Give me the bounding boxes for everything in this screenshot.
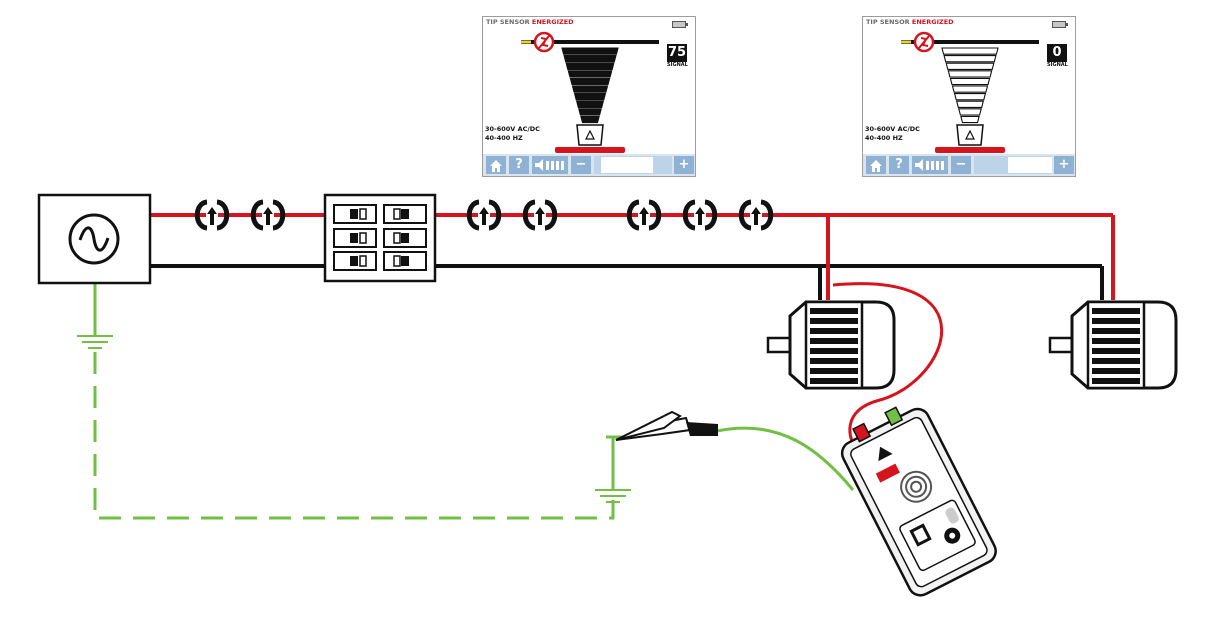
up-arrow-icon <box>965 129 975 140</box>
plus-button[interactable]: + <box>674 156 694 174</box>
signal-bar <box>960 115 980 124</box>
alligator-clip-icon <box>615 410 718 441</box>
slider-thumb[interactable] <box>1008 157 1052 173</box>
battery-icon <box>672 21 688 28</box>
volume-icon <box>915 159 944 171</box>
ground-symbol-source <box>77 335 113 349</box>
volume-button[interactable] <box>912 156 948 174</box>
signal-bar <box>561 47 619 55</box>
signal-bar <box>565 62 615 70</box>
signal-value: 75 <box>667 44 687 62</box>
signal-value: 0 <box>1047 44 1067 62</box>
signal-coupler-icon <box>738 199 774 231</box>
ac-source-icon <box>37 193 152 285</box>
screen-toolbar: ? − + <box>483 154 695 176</box>
home-button[interactable] <box>866 156 886 174</box>
home-icon <box>490 160 502 172</box>
home-button[interactable] <box>486 156 506 174</box>
screen-title: TIP SENSOR ENERGIZED <box>866 18 954 26</box>
battery-icon <box>1052 21 1068 28</box>
signal-coupler-icon <box>194 199 230 231</box>
meter-screen-1: TIP SENSOR ENERGIZED 75 SIGNAL 30-600V A… <box>482 16 696 177</box>
slider-thumb[interactable] <box>601 157 653 173</box>
screen-title-status: ENERGIZED <box>911 18 954 26</box>
signal-bar <box>569 77 611 86</box>
signal-couplers <box>194 199 774 231</box>
screen-title-status: ENERGIZED <box>531 18 574 26</box>
screen-title-prefix: TIP SENSOR <box>866 18 910 26</box>
minus-button[interactable]: − <box>951 156 971 174</box>
meter-screen-2: TIP SENSOR ENERGIZED 0 SIGNAL 30-600V AC… <box>862 16 1076 177</box>
home-icon <box>870 160 882 172</box>
signal-bar <box>941 47 999 55</box>
spec-voltage: 30-600V AC/DC <box>485 125 540 133</box>
signal-label: SIGNAL <box>667 62 688 68</box>
motor-icon <box>1048 300 1178 390</box>
signal-coupler-icon <box>626 199 662 231</box>
probe-graphic <box>901 31 1039 153</box>
signal-bar <box>953 93 987 101</box>
spec-frequency: 40-400 HZ <box>485 134 523 142</box>
red-test-lead <box>832 282 944 453</box>
signal-label: SIGNAL <box>1047 62 1068 68</box>
spec-voltage: 30-600V AC/DC <box>865 125 920 133</box>
breaker-panel <box>323 193 437 283</box>
help-button[interactable]: ? <box>889 156 909 174</box>
signal-bar <box>949 77 991 86</box>
signal-bar <box>955 100 985 108</box>
volume-button[interactable] <box>532 156 568 174</box>
signal-coupler-icon <box>522 199 558 231</box>
signal-bar <box>573 93 607 101</box>
signal-coupler-icon <box>250 199 286 231</box>
signal-coupler-icon <box>466 199 502 231</box>
green-test-lead <box>716 426 855 491</box>
spec-frequency: 40-400 HZ <box>865 134 903 142</box>
signal-bar <box>951 85 989 93</box>
screen-toolbar: ? − + <box>863 154 1075 176</box>
volume-icon <box>535 159 564 171</box>
signal-bar <box>567 70 613 78</box>
signal-bar <box>575 100 605 108</box>
warning-icon <box>878 446 893 462</box>
ground-return-path <box>93 283 615 520</box>
signal-bar <box>578 108 602 116</box>
signal-bar <box>943 55 997 63</box>
screen-title: TIP SENSOR ENERGIZED <box>486 18 574 26</box>
signal-bar <box>958 108 982 116</box>
signal-bar <box>580 115 600 124</box>
signal-bar-stack <box>561 47 619 124</box>
signal-coupler-icon <box>682 199 718 231</box>
probe-graphic <box>521 31 659 153</box>
minus-button[interactable]: − <box>571 156 591 174</box>
screen-title-prefix: TIP SENSOR <box>486 18 530 26</box>
motor-icon <box>766 300 896 390</box>
help-button[interactable]: ? <box>509 156 529 174</box>
live-wire <box>150 213 1115 300</box>
signal-bar <box>947 70 993 78</box>
signal-bar <box>945 62 995 70</box>
neutral-wire <box>150 264 1104 300</box>
ground-symbol-clip <box>595 435 631 503</box>
signal-bar <box>571 85 609 93</box>
signal-bar-stack <box>941 47 999 124</box>
up-arrow-icon <box>585 129 595 140</box>
plus-button[interactable]: + <box>1054 156 1074 174</box>
transmitter-device <box>840 406 997 597</box>
wireless-icon <box>900 470 933 503</box>
signal-bar <box>563 55 617 63</box>
